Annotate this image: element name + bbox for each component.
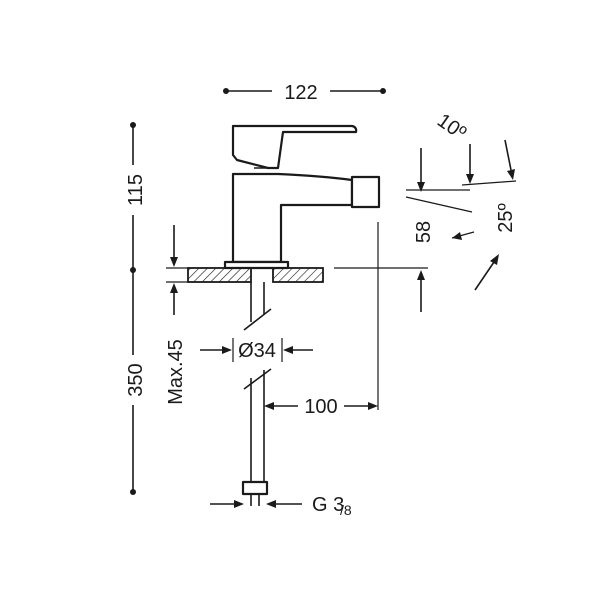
base-collar <box>223 260 290 270</box>
dimension-label-122: 122 <box>284 82 317 104</box>
thread-label-main: G 3 <box>312 494 344 516</box>
dimension-label-58: 58 <box>413 221 435 243</box>
thread-label-fraction: /8 <box>340 502 352 518</box>
faucet-body <box>223 124 381 270</box>
angle-label-25: 25º <box>495 203 517 233</box>
dimension-height-chain: 115 350 <box>125 122 147 495</box>
mounting-shank <box>241 282 272 506</box>
dimension-max-thickness: Max.45 <box>165 225 190 405</box>
supply-connector <box>241 480 269 496</box>
dimension-label-115: 115 <box>125 174 147 206</box>
dimension-angles: 10º 25º <box>405 110 517 291</box>
mounting-surface <box>187 267 324 283</box>
dimension-label-max45: Max.45 <box>165 339 187 405</box>
main-body-with-spout <box>231 172 354 264</box>
dimension-spout-reach: 100 <box>264 222 379 418</box>
angle-label-10: 10º <box>433 110 470 145</box>
dimension-label-diameter: Ø34 <box>238 340 276 362</box>
dimension-spout-height: 58 <box>334 148 435 312</box>
dimension-width-122: 122 <box>223 82 386 104</box>
spout-nozzle <box>350 175 381 209</box>
dimension-label-350: 350 <box>125 363 147 396</box>
dimension-thread: G 3 /8 <box>210 494 352 518</box>
dimension-label-100: 100 <box>304 396 337 418</box>
dimension-diameter: Ø34 <box>200 338 313 362</box>
lever-handle <box>231 124 358 170</box>
